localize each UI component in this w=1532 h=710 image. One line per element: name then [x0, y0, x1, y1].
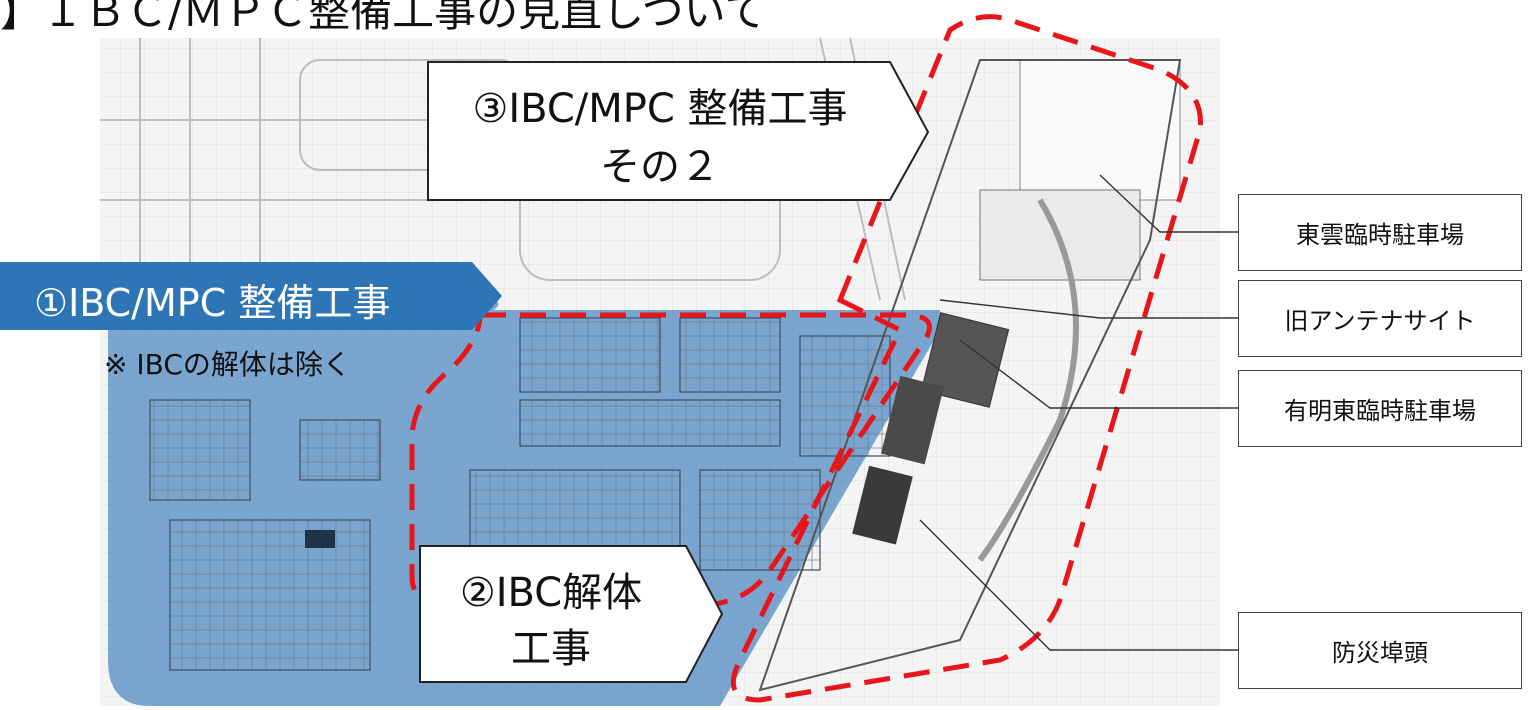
pier-structures	[758, 59, 1182, 692]
zone2-callout	[419, 545, 724, 683]
zone1-banner	[0, 262, 502, 330]
legend-label-ariake-east: 有明東臨時駐車場	[1238, 370, 1522, 447]
legend-label-disaster-pier: 防災埠頭	[1238, 612, 1522, 689]
zone2-label-line2: 工事	[511, 626, 591, 672]
legend-label-antenna-site: 旧アンテナサイト	[1238, 280, 1522, 357]
zone-boundaries	[409, 14, 1203, 703]
zone1-label: ①IBC/MPC 整備工事	[34, 281, 391, 325]
page-title: 】ＩＢＣ/ＭＰＣ整備工事の見直しついて	[0, 0, 767, 36]
zone1-buildings	[149, 317, 891, 671]
zone3-boundary	[730, 14, 1203, 703]
leader-lines	[919, 174, 1238, 651]
zone3-callout	[427, 61, 930, 201]
zone3-label-line1: ③IBC/MPC 整備工事	[472, 86, 848, 132]
dark-block	[305, 530, 335, 548]
zone2-label-line1: ②IBC解体	[459, 570, 643, 616]
legend-label-shinonome: 東雲臨時駐車場	[1238, 194, 1522, 271]
zone1-note: ※ IBCの解体は除く	[104, 348, 351, 381]
zone3-label-line2: その２	[600, 144, 720, 190]
